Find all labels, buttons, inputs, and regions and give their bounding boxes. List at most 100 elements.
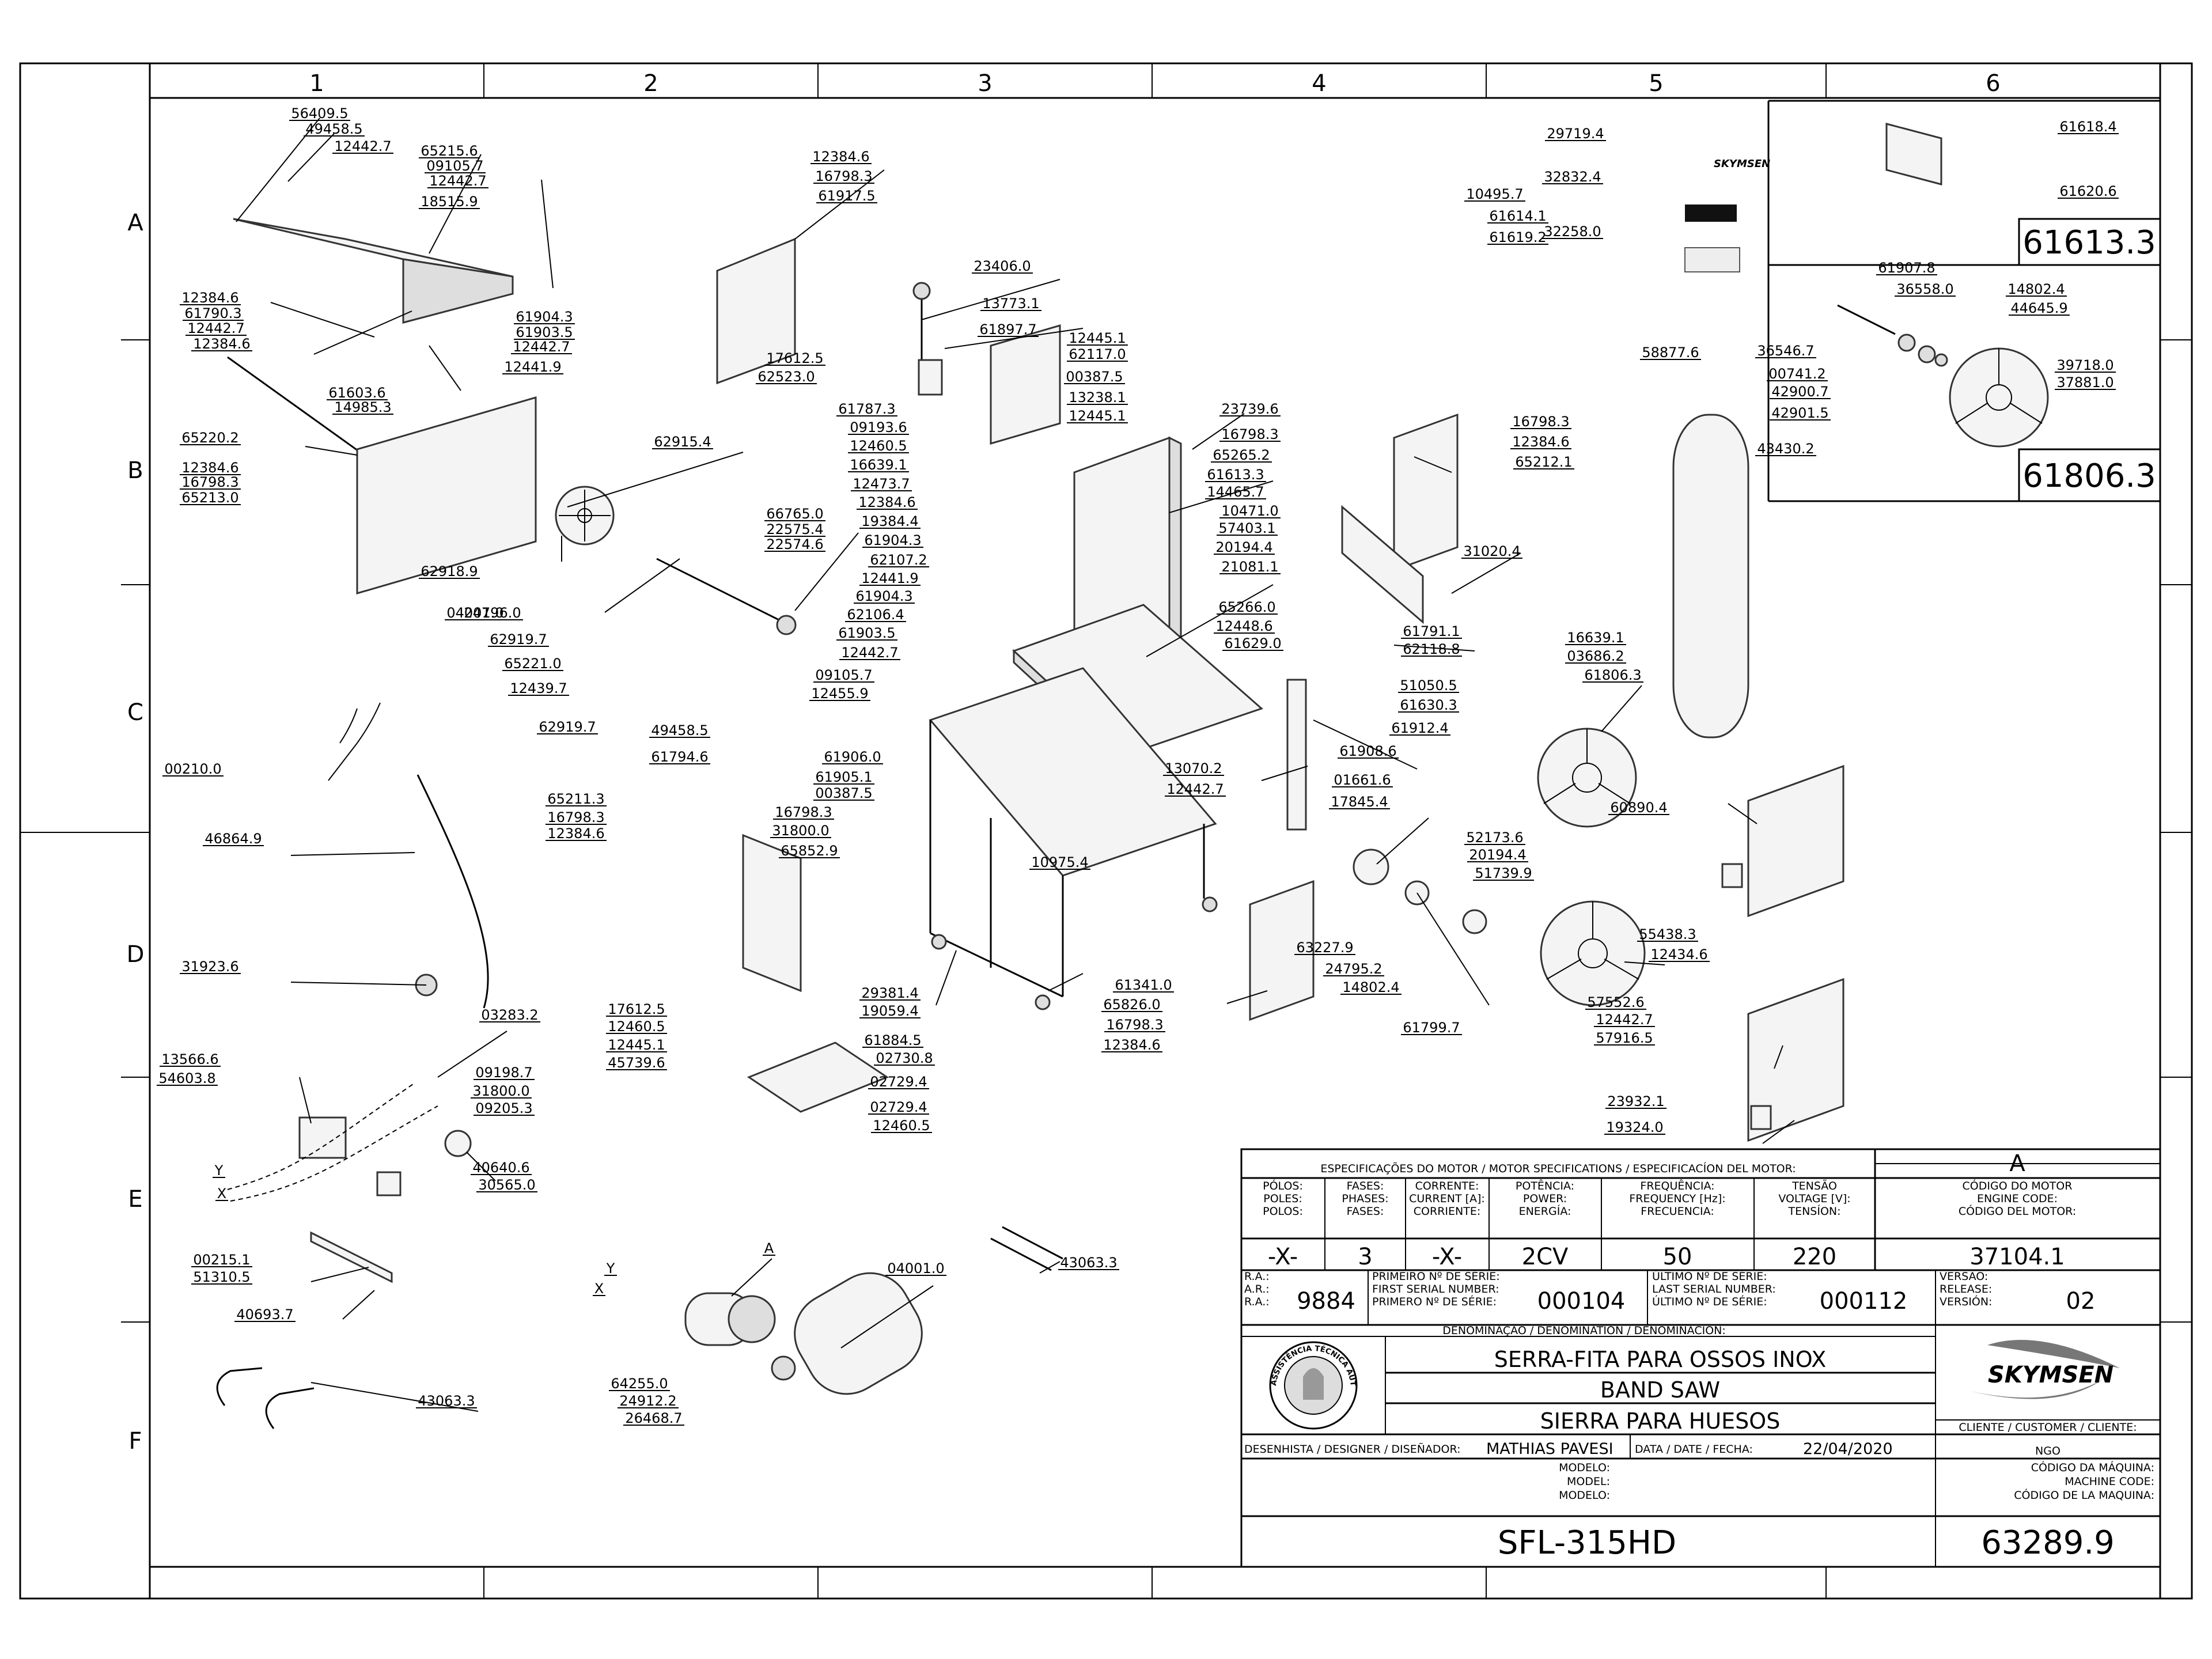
part-callout: 12445.1: [1069, 408, 1126, 424]
part-callout: 16798.3: [181, 474, 238, 490]
part-callout: 62918.9: [421, 563, 478, 579]
denomination-label: DENOMINAÇÃO / DENOMINATION / DENOMINACIÓ…: [1442, 1323, 1726, 1337]
part-callout: 61614.1: [1489, 208, 1546, 224]
top-cover-side: [402, 258, 514, 324]
part-callout: 23406.0: [974, 258, 1031, 274]
part-callout: 43063.3: [418, 1393, 475, 1409]
zone-row-label: D: [127, 941, 145, 968]
guide-arm: [1286, 679, 1307, 831]
part-callout: 61904.3: [864, 532, 921, 548]
part-callout: Y: [214, 1162, 224, 1179]
part-callout: 03686.2: [1567, 648, 1624, 664]
part-callout: 14985.3: [334, 399, 391, 415]
part-callout: 56409.5: [291, 105, 348, 122]
engine-code-label: ENGINE CODE:: [1977, 1192, 2058, 1205]
part-callout: 16639.1: [1567, 630, 1624, 646]
part-callout: 12448.6: [1215, 618, 1272, 634]
part-callout: 21081.1: [1221, 559, 1278, 575]
part-callout: 20194.4: [1469, 847, 1526, 863]
name-en: BAND SAW: [1600, 1377, 1720, 1403]
part-callout: 13566.6: [161, 1051, 218, 1067]
ra-label: R.A.:: [1244, 1270, 1270, 1283]
part-callout: 61904.3: [516, 309, 573, 325]
detail-code-bottom: 61806.3: [2022, 457, 2156, 495]
part-callout: 00210.0: [164, 761, 221, 777]
ra-value: 9884: [1297, 1288, 1355, 1315]
part-callout: 09193.6: [850, 419, 907, 435]
part-callout: Y: [606, 1260, 615, 1277]
part-callout: 12442.7: [513, 339, 570, 355]
part-callout: 09205.3: [475, 1100, 532, 1116]
model-label: MODELO:: [1559, 1489, 1610, 1502]
frequency-value: 50: [1663, 1244, 1692, 1270]
engine-code-label: CÓDIGO DO MOTOR: [1963, 1179, 2073, 1192]
part-callout: 29719.4: [1547, 126, 1604, 142]
part-callout: 65221.0: [504, 656, 561, 672]
part-callout: 24795.2: [1325, 961, 1382, 977]
part-callout: 19384.4: [861, 513, 918, 529]
part-callout: 02730.8: [876, 1050, 933, 1066]
svg-text:SKYMSEN: SKYMSEN: [1988, 1362, 2113, 1388]
part-callout: 12455.9: [811, 685, 868, 702]
part-callout: 65265.2: [1213, 447, 1270, 463]
part-callout: 51310.5: [193, 1269, 250, 1285]
motor-pulley: [771, 1355, 796, 1381]
version-value: 02: [2066, 1288, 2096, 1315]
part-callout: 16639.1: [850, 457, 907, 473]
decal-sticker: [1684, 247, 1740, 272]
detail-boxes: 61613.3 61806.3 SKYMSEN: [1714, 100, 2161, 502]
last-serial-value: 000112: [1820, 1288, 1908, 1315]
part-callout: 23739.6: [1221, 401, 1278, 417]
part-callout: 60890.4: [1610, 800, 1667, 816]
part-callout: 42901.5: [1771, 405, 1828, 421]
part-callout: 17845.4: [1331, 794, 1388, 810]
part-callout: 51739.9: [1475, 865, 1532, 881]
part-callout: 65266.0: [1218, 599, 1275, 615]
current-value: -X-: [1432, 1244, 1462, 1270]
part-callout: 19324.0: [1606, 1119, 1663, 1135]
part-callout: 40693.7: [236, 1306, 293, 1323]
zone-col-label: 3: [978, 70, 992, 97]
machine-code-label: MACHINE CODE:: [2065, 1475, 2154, 1488]
switch-box: [376, 1171, 402, 1196]
model-value: SFL-315HD: [1498, 1524, 1676, 1562]
part-callout: 16798.3: [1106, 1017, 1163, 1033]
knob-lower: [1750, 1105, 1772, 1130]
contactor: [298, 1116, 347, 1159]
name-es: SIERRA PARA HUESOS: [1540, 1408, 1781, 1434]
tension-knob: [912, 282, 931, 300]
first-serial-label: FIRST SERIAL NUMBER:: [1372, 1283, 1499, 1296]
part-callout: 62915.4: [654, 434, 711, 450]
phases-label: FASES:: [1347, 1205, 1384, 1218]
zone-col-label: 5: [1649, 70, 1663, 97]
saw-blade: [1672, 414, 1749, 738]
motor-base-plate: [747, 1041, 889, 1113]
part-callout: 61629.0: [1224, 635, 1281, 652]
first-serial-label: PRIMEIRO Nº DE SÉRIE:: [1372, 1270, 1500, 1283]
client-value: NGO: [2035, 1445, 2061, 1457]
voltage-value: 220: [1793, 1244, 1836, 1270]
part-callout: 31800.0: [472, 1083, 529, 1099]
part-callout: 12441.9: [861, 570, 918, 586]
part-callout: 12384.6: [181, 460, 238, 476]
part-callout: 61630.3: [1400, 697, 1457, 713]
part-callout: 61791.1: [1403, 623, 1460, 639]
phases-label: PHASES:: [1342, 1192, 1388, 1205]
part-callout: 54603.8: [158, 1070, 215, 1086]
part-callout: 12460.5: [873, 1118, 930, 1134]
part-callout: 10495.7: [1466, 186, 1523, 202]
blade-guard: [1341, 505, 1424, 624]
frequency-label: FRECUENCIA:: [1641, 1205, 1714, 1218]
part-callout: 17612.5: [608, 1001, 665, 1017]
date-value: 22/04/2020: [1803, 1440, 1893, 1458]
part-callout: 65212.1: [1515, 454, 1572, 470]
part-callout: 65213.0: [181, 490, 238, 506]
parts-artwork: [216, 123, 2049, 1429]
decal-dark: [1685, 204, 1737, 222]
part-callout: 12442.7: [334, 138, 391, 154]
part-callout: 57403.1: [1218, 520, 1275, 536]
part-callout: 62107.2: [870, 552, 927, 568]
part-callout: 12384.6: [547, 825, 604, 842]
part-callout: 61806.3: [1584, 667, 1641, 683]
part-callout: 22574.6: [766, 536, 823, 552]
